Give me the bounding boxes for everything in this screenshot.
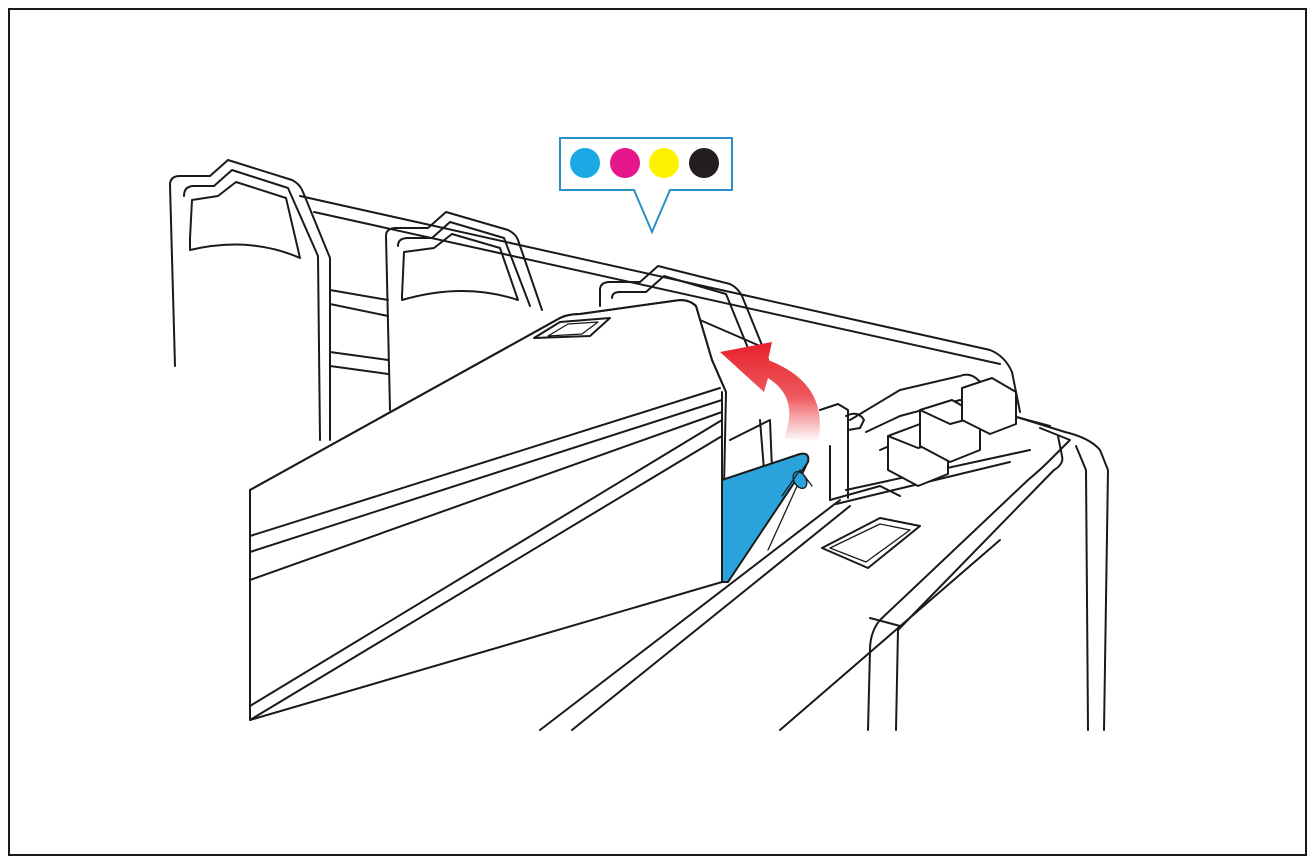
- yellow-dot-icon: [649, 148, 679, 178]
- slot-holder-1: [169, 159, 389, 441]
- cyan-dot-icon: [570, 148, 600, 178]
- black-dot-icon: [689, 148, 719, 178]
- curved-arrow-icon: [720, 342, 820, 442]
- slot-channel: [539, 419, 851, 731]
- magenta-dot-icon: [610, 148, 640, 178]
- printer-housing-right: [779, 373, 1109, 731]
- color-dots-callout: [559, 137, 733, 235]
- lock-lever: [721, 452, 813, 583]
- cartridge-cover: [249, 299, 727, 721]
- frame-border: [8, 8, 1307, 856]
- slot-holder-2: [385, 211, 543, 411]
